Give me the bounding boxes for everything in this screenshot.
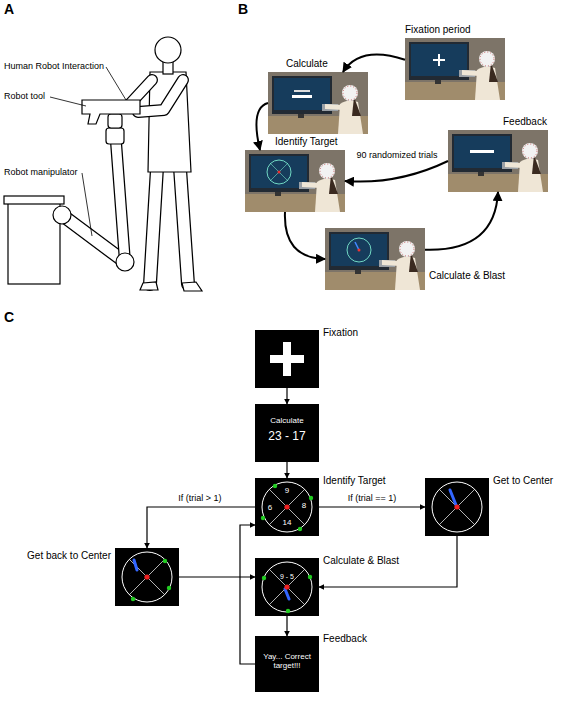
screen-text: 9	[281, 487, 293, 496]
screen-image	[255, 558, 319, 616]
connector-arrow	[256, 103, 268, 150]
node-heading: Fixation	[323, 327, 358, 338]
screen-box: Identify Target96814	[255, 478, 319, 536]
screen-text: 6	[264, 504, 276, 513]
connector-arrow	[345, 161, 448, 182]
photo-image	[405, 38, 505, 100]
photo-panel: Identify Target	[245, 150, 345, 212]
screen-text: 9 - 5	[255, 573, 319, 581]
callout-label: Robot manipulator	[4, 168, 78, 178]
connector-arrow	[319, 506, 425, 507]
connector-arrow	[286, 388, 287, 404]
leader-lines	[50, 67, 126, 236]
photo-image	[245, 150, 345, 212]
node-heading: Get to Center	[493, 475, 553, 486]
photo-image	[268, 72, 368, 134]
screen-text: Yay... Correct target!!!	[257, 653, 317, 671]
photo-image	[325, 228, 425, 290]
screen-box: FeedbackYay... Correct target!!!	[255, 636, 319, 692]
connector-arrow	[240, 525, 255, 664]
screen-box: Calculate 23 - 17	[255, 404, 319, 462]
screen-box: Get to Center	[425, 478, 489, 536]
node-heading: Identify Target	[275, 136, 338, 147]
connector-arrow	[425, 192, 498, 250]
connector-arrow	[343, 55, 405, 72]
callout-label: Robot tool	[4, 92, 45, 102]
node-heading: Calculate & Blast	[429, 270, 505, 281]
node-heading: Feedback	[503, 116, 547, 127]
edge-label: If (trial > 1)	[160, 494, 240, 504]
screen-image	[115, 548, 179, 606]
screen-box: Calculate & Blast9 - 5	[255, 558, 319, 616]
callout-label: Human Robot Interaction	[4, 62, 104, 72]
edge-label: 90 randomized trials	[352, 151, 442, 161]
photo-panel: Feedback	[448, 130, 548, 192]
screen-text: 23 - 17	[255, 430, 319, 443]
node-heading: Identify Target	[323, 475, 386, 486]
panel-letter: B	[238, 2, 248, 17]
node-heading: Fixation period	[405, 24, 471, 35]
connector-arrow	[286, 462, 287, 478]
screen-box: Fixation	[255, 330, 319, 388]
photo-panel: Calculate	[268, 72, 368, 134]
screen-text: 8	[298, 502, 310, 511]
screen-image	[425, 478, 489, 536]
panel-letter: C	[4, 310, 14, 325]
panel-letter: A	[4, 2, 14, 17]
node-heading: Calculate	[286, 58, 328, 69]
node-heading: Calculate & Blast	[323, 555, 399, 566]
connector-arrow	[285, 212, 325, 259]
connector-arrow	[147, 507, 255, 548]
screen-text: 14	[279, 519, 295, 528]
screen-box: Get back to Center	[115, 548, 179, 606]
photo-panel: Calculate & Blast	[325, 228, 425, 290]
photo-image	[448, 130, 548, 192]
edge-label: If (trial == 1)	[334, 494, 410, 504]
robot-manipulator	[4, 100, 140, 284]
connector-arrow	[286, 616, 287, 636]
node-heading: Feedback	[323, 633, 367, 644]
screen-text: Calculate	[255, 417, 319, 426]
connector-arrow	[319, 536, 457, 587]
node-heading: Get back to Center	[27, 550, 111, 561]
screen-image	[255, 330, 319, 388]
connector-arrow	[179, 576, 255, 577]
person-figure	[128, 37, 202, 291]
photo-panel: Fixation period	[405, 38, 505, 100]
